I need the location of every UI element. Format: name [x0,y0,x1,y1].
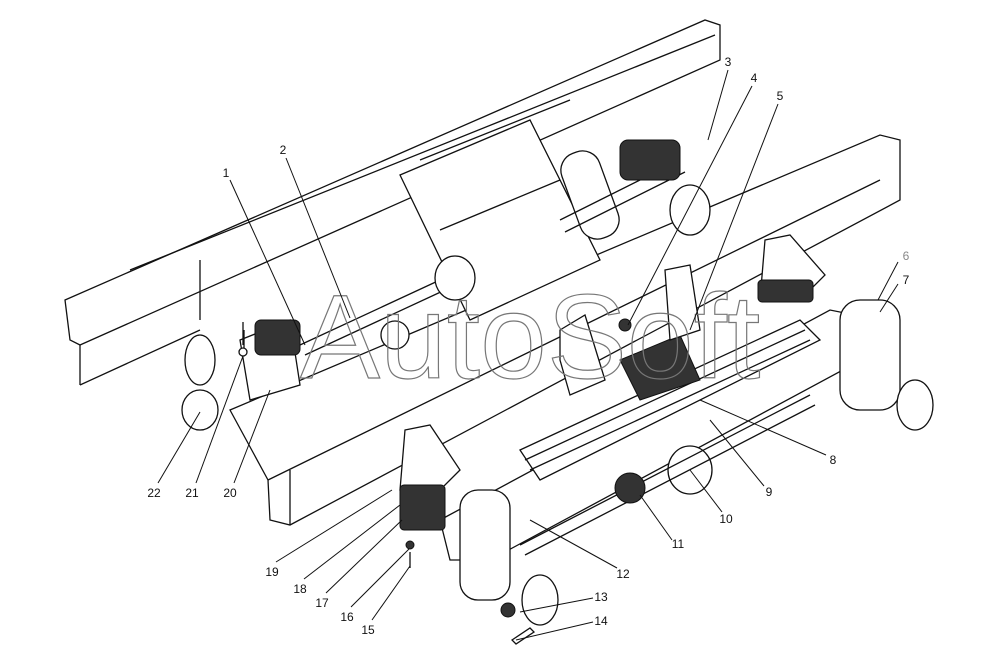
callout-18: 18 [293,582,307,596]
callout-19: 19 [265,565,279,579]
callout-8: 8 [830,453,837,467]
callout-1: 1 [223,166,230,180]
callout-3: 3 [725,55,732,69]
front-axle-spring [439,299,934,626]
callout-labels: 1 2 3 4 5 6 7 8 9 10 11 12 13 14 15 16 1… [147,55,909,637]
callout-15: 15 [361,623,375,637]
callout-10: 10 [719,512,733,526]
callout-13: 13 [594,590,608,604]
callout-16: 16 [340,610,354,624]
bracket-20 [181,319,301,431]
callout-2: 2 [280,143,287,157]
callout-20: 20 [223,486,237,500]
callout-11: 11 [672,537,685,551]
watermark: AutoSoft [300,270,760,404]
left-frame-rail [64,19,721,386]
callout-5: 5 [777,89,784,103]
spring-bracket-center [559,264,701,396]
callout-12: 12 [616,567,630,581]
leader-lines [157,69,899,641]
callout-6: 6 [903,249,910,263]
callout-14: 14 [594,614,608,628]
callout-7: 7 [903,273,910,287]
reaction-rod-1 [299,255,476,356]
callout-9: 9 [766,485,773,499]
spring-bracket-right [757,234,826,303]
callout-22: 22 [147,486,161,500]
rear-axle-upper [559,139,711,240]
callout-17: 17 [315,596,329,610]
callout-21: 21 [185,486,199,500]
callout-4: 4 [751,71,758,85]
spring-bracket-19 [399,424,461,568]
